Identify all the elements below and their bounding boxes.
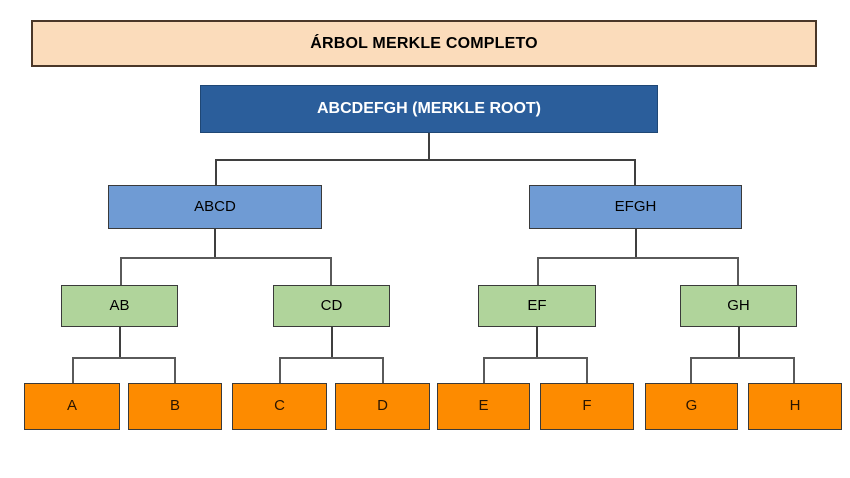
connector-abcd-to-ab [120, 257, 122, 286]
connector-root-to-efgh [634, 159, 636, 186]
leaf-node-c: C [232, 383, 327, 430]
leaf-node-g: G [645, 383, 738, 430]
connector-cd-to-c [279, 357, 281, 384]
leaf-node-b: B [128, 383, 222, 430]
connector-efgh-to-ef [537, 257, 539, 286]
connector-ef-to-f [586, 357, 588, 384]
connector-efgh-bus [537, 257, 739, 259]
connector-cd-bus [279, 357, 383, 359]
connector-cd-stem [331, 327, 333, 358]
connector-root-bus [215, 159, 636, 161]
pair-node-gh: GH [680, 285, 797, 327]
connector-root-stem [428, 133, 430, 161]
leaf-node-e: E [437, 383, 530, 430]
connector-ef-bus [483, 357, 587, 359]
connector-gh-to-h [793, 357, 795, 384]
connector-gh-bus [690, 357, 794, 359]
connector-ef-stem [536, 327, 538, 358]
pair-node-cd: CD [273, 285, 390, 327]
connector-ef-to-e [483, 357, 485, 384]
leaf-node-a: A [24, 383, 120, 430]
leaf-node-d: D [335, 383, 430, 430]
connector-ab-bus [72, 357, 175, 359]
connector-efgh-stem [635, 229, 637, 258]
leaf-node-f: F [540, 383, 634, 430]
connector-gh-to-g [690, 357, 692, 384]
leaf-node-h: H [748, 383, 842, 430]
connector-abcd-bus [120, 257, 332, 259]
connector-gh-stem [738, 327, 740, 358]
connector-ab-to-a [72, 357, 74, 384]
diagram-title-banner: ÁRBOL MERKLE COMPLETO [31, 20, 817, 67]
connector-abcd-stem [214, 229, 216, 258]
connector-root-to-abcd [215, 159, 217, 186]
pair-node-ef: EF [478, 285, 596, 327]
branch-node-efgh: EFGH [529, 185, 742, 229]
connector-abcd-to-cd [330, 257, 332, 286]
branch-node-abcd: ABCD [108, 185, 322, 229]
merkle-root-node: ABCDEFGH (MERKLE ROOT) [200, 85, 658, 133]
connector-efgh-to-gh [737, 257, 739, 286]
connector-ab-stem [119, 327, 121, 358]
pair-node-ab: AB [61, 285, 178, 327]
connector-ab-to-b [174, 357, 176, 384]
connector-cd-to-d [382, 357, 384, 384]
